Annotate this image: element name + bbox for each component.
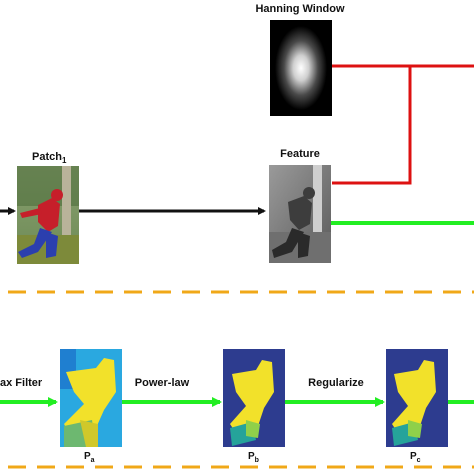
pa-label: Pa (84, 451, 95, 464)
patch-image (17, 166, 79, 264)
max-filter-label: ax Filter (0, 377, 43, 389)
pb-label: Pb (248, 451, 259, 464)
patch-label: Patch1 (32, 151, 67, 165)
pc-label: Pc (410, 451, 421, 464)
power-law-label: Power-law (135, 377, 190, 389)
hanning-window-label: Hanning Window (255, 3, 345, 15)
pb-map (223, 349, 285, 447)
hanning-window-image (270, 20, 332, 116)
regularize-label: Regularize (308, 377, 364, 389)
feature-image (269, 165, 331, 263)
feature-label: Feature (280, 148, 320, 160)
red-connector (332, 64, 474, 185)
pa-map (60, 349, 122, 447)
pc-map (386, 349, 448, 447)
